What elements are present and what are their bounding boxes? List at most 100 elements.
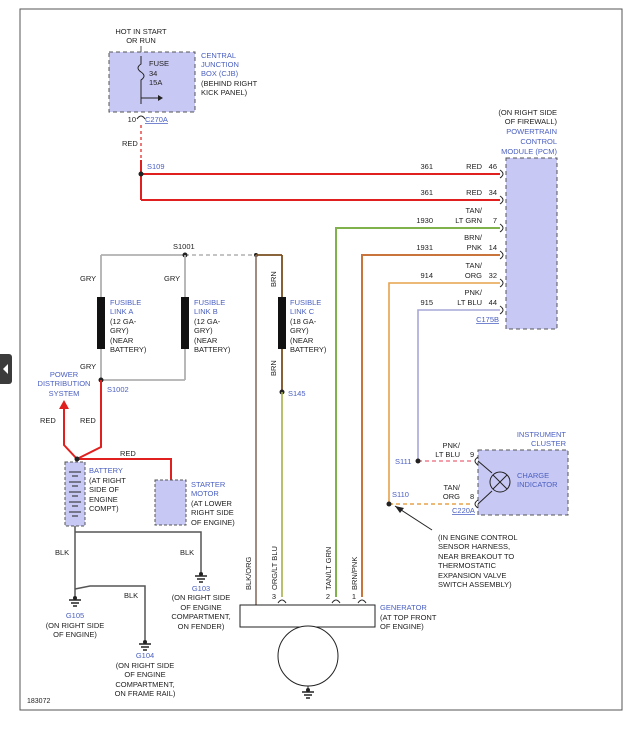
generator-label-2: (AT TOP FRONT [380, 613, 437, 622]
wire-red-starter-label: RED [120, 449, 136, 458]
lamp-cross-2 [492, 474, 508, 490]
pcm-label-3: POWERTRAIN [506, 127, 557, 136]
wire-tan-ltgrn [335, 227, 500, 597]
fusible-a-6: BATTERY) [110, 345, 147, 354]
splice-s111-dot [415, 458, 421, 464]
cjb-label-5: KICK PANEL) [201, 88, 248, 97]
pcm-box [505, 157, 558, 330]
charge-indicator-2: INDICATOR [517, 480, 558, 489]
wire-red-s1002 [76, 380, 102, 460]
gen-pin-2: 2 [326, 592, 330, 601]
pcm-c0-pin: 46 [489, 162, 497, 171]
cjb-pin: 10 [128, 115, 136, 124]
gen-pin-1: 1 [352, 592, 356, 601]
starter-box [154, 479, 187, 526]
gen-pin-3: 3 [272, 592, 276, 601]
pcm-c5-pin: 44 [489, 298, 497, 307]
wire-gry-a-top: GRY [80, 274, 96, 283]
wire-brn-c-bot: BRN [269, 360, 278, 376]
g105-label-2: (ON RIGHT SIDE [46, 621, 105, 630]
ic-c0-color-2: LT BLU [435, 450, 460, 459]
previous-page-tab[interactable] [0, 354, 12, 384]
g104-label-4: COMPARTMENT, [115, 680, 174, 689]
cjb-hot-1: HOT IN START [115, 27, 167, 36]
splice-s145: S145 [288, 389, 306, 398]
splice-s110: S110 [392, 490, 409, 499]
fusible-b-5: (NEAR [194, 336, 218, 345]
fusible-c-6: BATTERY) [290, 345, 327, 354]
gen-pin-arc-1 [357, 599, 367, 604]
g103-label-2: (ON RIGHT SIDE [172, 593, 231, 602]
fusible-b-2: LINK B [194, 307, 218, 316]
cjb-hot-2: OR RUN [126, 36, 156, 45]
charge-indicator-lamp [489, 471, 511, 493]
pcm-pin-arc-46 [499, 169, 504, 179]
pcm-c5-color-2: LT BLU [457, 298, 482, 307]
pcm-c1-pin: 34 [489, 188, 497, 197]
power-dist-3: SYSTEM [49, 389, 80, 398]
pcm-pin-arc-14 [499, 250, 504, 260]
g104-label-1: G104 [136, 651, 154, 660]
diagram-frame [19, 8, 623, 711]
fusible-a-2: LINK A [110, 307, 133, 316]
starter-label-3: (AT LOWER [191, 499, 233, 508]
ic-c0-pin: 9 [470, 450, 474, 459]
fusible-c-1: FUSIBLE [290, 298, 321, 307]
splice-s110-dot [386, 501, 392, 507]
wire-tan-org [388, 282, 500, 504]
wire-blk-g103-label: BLK [180, 548, 194, 557]
fuse-rating: 15A [149, 78, 162, 87]
generator-box [239, 604, 376, 628]
ic-c1-color-2: ORG [443, 492, 460, 501]
ground-generator-symbol [302, 686, 314, 699]
wire-brn-pnk [361, 254, 500, 597]
pcm-connector: C175B [476, 315, 499, 324]
cjb-box [108, 51, 196, 113]
ground-g105-symbol [69, 596, 81, 607]
pcm-pin-arc-32 [499, 278, 504, 288]
splice-s111: S111 [395, 457, 411, 466]
fusible-c-2: LINK C [290, 307, 315, 316]
g104-label-3: OF ENGINE [124, 670, 165, 679]
ic-pin-arc-8 [474, 499, 479, 509]
fusible-link-b [181, 297, 189, 349]
starter-label-5: OF ENGINE) [191, 518, 235, 527]
wire-pnk-ltblu [417, 309, 500, 461]
power-dist-1: POWER [50, 370, 79, 379]
wire-red-pds [63, 409, 78, 460]
pcm-label-4: CONTROL [520, 137, 557, 146]
fuse-label: FUSE [149, 59, 169, 68]
generator-label-1: GENERATOR [380, 603, 427, 612]
harness-note-1: (IN ENGINE CONTROL [438, 533, 518, 542]
pcm-c4-pin: 32 [489, 271, 497, 280]
harness-note-6: SWITCH ASSEMBLY) [438, 580, 512, 589]
splice-s109: S109 [147, 162, 165, 171]
battery-symbol [69, 471, 81, 517]
pcm-c4-color-2: ORG [465, 271, 482, 280]
g103-label-4: COMPARTMENT, [171, 612, 230, 621]
fusible-c-5: (NEAR [290, 336, 314, 345]
fusible-a-3: (12 GA- [110, 317, 137, 326]
g103-label-3: OF ENGINE [180, 603, 221, 612]
pcm-c4-num: 914 [420, 271, 433, 280]
splice-s1002: S1002 [107, 385, 129, 394]
pcm-c0-color: RED [466, 162, 482, 171]
battery-label-2: (AT RIGHT [89, 476, 126, 485]
ic-c1-pin: 8 [470, 492, 474, 501]
wire-brn-c-top: BRN [269, 271, 278, 287]
wire-blk-g105-label: BLK [55, 548, 69, 557]
fuse-arrowhead [158, 95, 163, 101]
pcm-label-5: MODULE (PCM) [501, 147, 557, 156]
starter-label-2: MOTOR [191, 489, 219, 498]
ground-g103-symbol [195, 572, 207, 583]
ic-label-1: INSTRUMENT [517, 430, 567, 439]
pcm-pin-arc-44 [499, 305, 504, 315]
battery-label-5: COMPT) [89, 504, 119, 513]
ic-internal-9 [477, 460, 493, 474]
fusible-a-4: GRY) [110, 326, 129, 335]
battery-box [64, 461, 86, 527]
fusible-a-5: (NEAR [110, 336, 134, 345]
ic-c1-color-1: TAN/ [443, 483, 460, 492]
splice-s109-dot [138, 171, 144, 177]
